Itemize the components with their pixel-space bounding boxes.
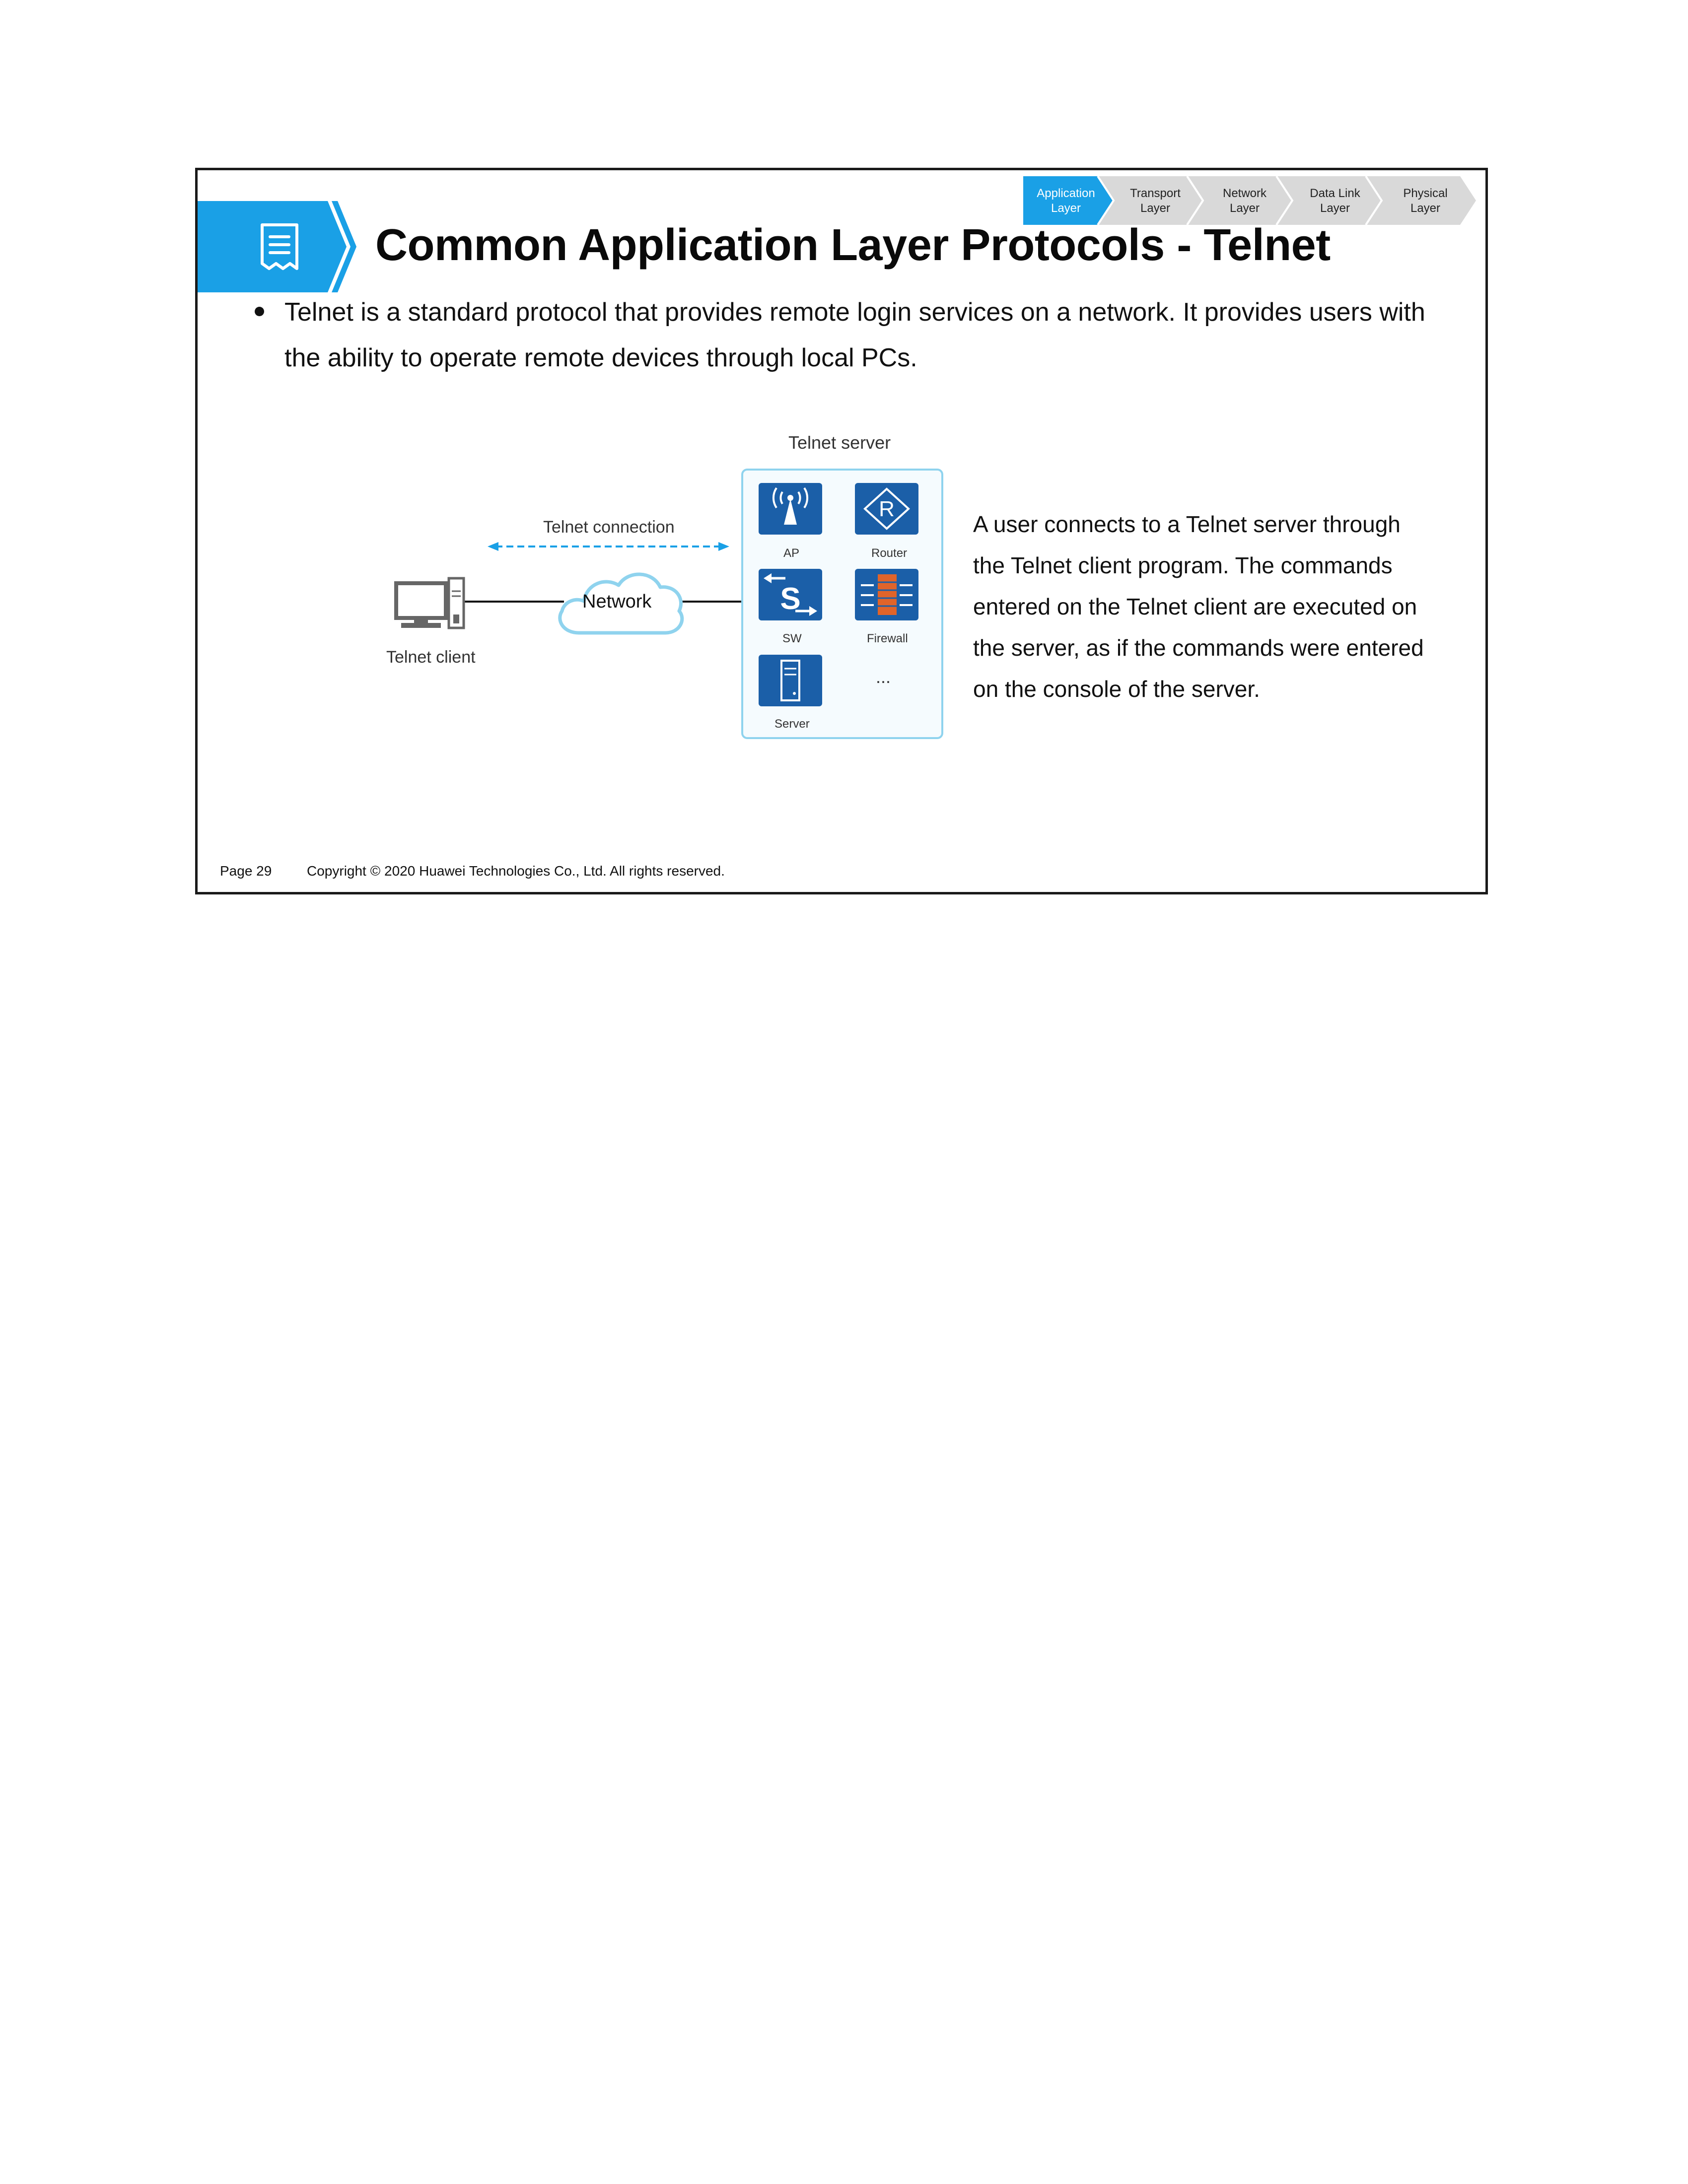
svg-text:R: R — [879, 497, 895, 521]
telnet-diagram: R S — [394, 469, 943, 739]
ap-icon — [759, 483, 822, 535]
header-banner — [198, 201, 356, 292]
document-icon — [261, 223, 298, 270]
network-label: Network — [582, 591, 652, 612]
sw-label: SW — [782, 632, 802, 645]
page-title: Common Application Layer Protocols - Tel… — [375, 220, 1331, 270]
client-label: Telnet client — [386, 648, 476, 667]
network-cloud — [558, 572, 684, 635]
server-title: Telnet server — [788, 432, 891, 453]
switch-icon: S — [759, 569, 822, 620]
router-icon: R — [855, 483, 918, 535]
server-icon — [759, 655, 822, 706]
slide: Common Application Layer Protocols - Tel… — [195, 168, 1488, 894]
ap-label: AP — [783, 546, 800, 560]
firewall-icon — [855, 569, 918, 620]
telnet-connection-arrow — [488, 542, 729, 551]
server-label: Server — [774, 717, 810, 731]
copyright-text: Copyright © 2020 Huawei Technologies Co.… — [307, 863, 725, 879]
pc-icon — [394, 577, 465, 629]
more-devices: ... — [876, 667, 891, 687]
page-number: Page 29 — [220, 863, 272, 879]
bullet-text: Telnet is a standard protocol that provi… — [284, 298, 1425, 372]
firewall-label: Firewall — [867, 632, 908, 645]
router-label: Router — [871, 546, 908, 560]
connection-label: Telnet connection — [543, 518, 675, 537]
bullet-marker — [255, 307, 264, 316]
description-text: A user connects to a Telnet server throu… — [973, 511, 1424, 702]
